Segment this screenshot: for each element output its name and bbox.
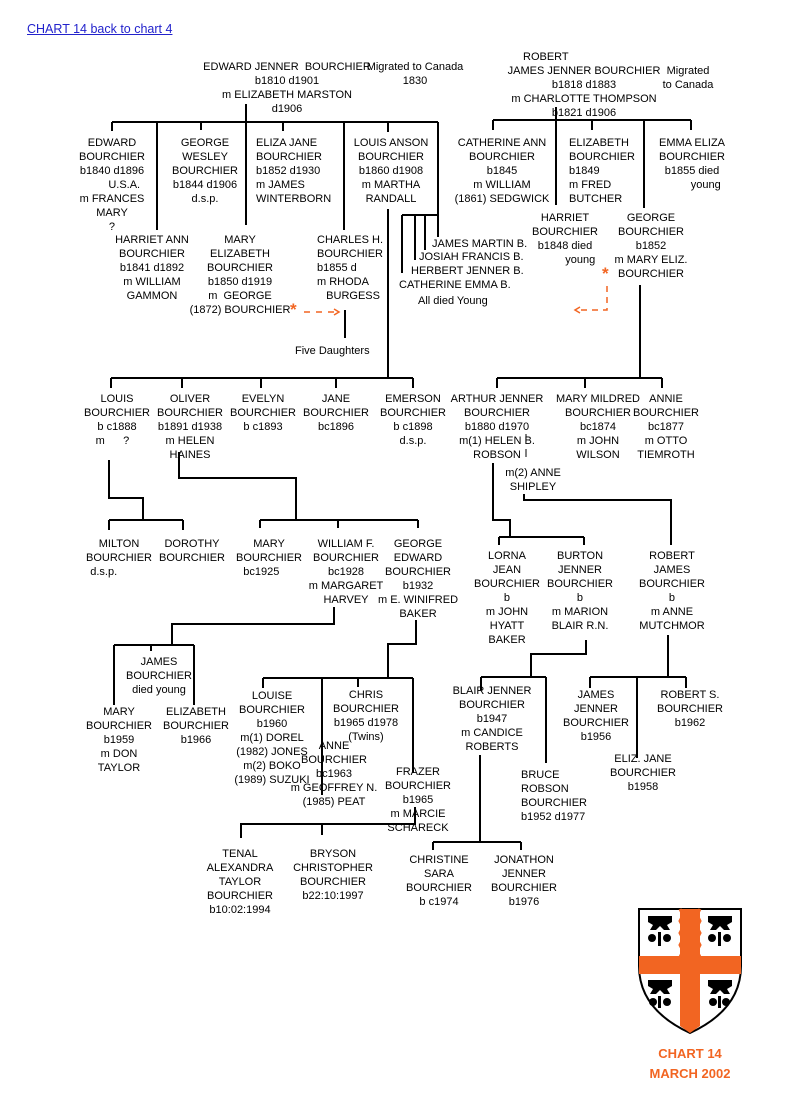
person-william-f: WILLIAM F. BOURCHIER bc1928 m MARGARET H… — [308, 538, 384, 606]
person-robert-s: ROBERT S. BOURCHIER b1962 — [656, 689, 724, 729]
person-harriet-ann: HARRIET ANN BOURCHIER b1841 d1892 m WILL… — [115, 234, 189, 302]
person-herbert-jenner: HERBERT JENNER B. — [411, 265, 524, 277]
migration-note: Migrated to Canada 1830 — [366, 61, 464, 87]
person-george: GEORGE BOURCHIER b1852 m MARY ELIZ. BOUR… — [614, 212, 688, 280]
migration-note: Migrated to Canada — [662, 65, 714, 91]
person-jonathon: JONATHON JENNER BOURCHIER b1976 — [490, 854, 558, 908]
back-to-chart-4-link[interactable]: CHART 14 back to chart 4 — [27, 22, 173, 36]
person-milton: MILTON BOURCHIER d.s.p. — [85, 538, 153, 578]
person-bruce-robson: BRUCE ROBSON BOURCHIER b1952 d1977 — [521, 769, 588, 823]
star-icon: * — [602, 264, 609, 283]
person-evelyn: EVELYN BOURCHIER b c1893 — [229, 393, 297, 433]
person-elizabeth-b1966: ELIZABETH BOURCHIER b1966 — [162, 706, 230, 746]
person-eliza-jane: ELIZA JANE BOURCHIER b1852 d1930 m JAMES… — [256, 137, 332, 205]
person-mary-b1959: MARY BOURCHIER b1959 m DON TAYLOR — [85, 706, 153, 774]
person-josiah-francis: JOSIAH FRANCIS B. — [419, 251, 524, 263]
person-mary-elizabeth: MARY ELIZABETH BOURCHIER b1850 d1919 m G… — [189, 234, 291, 316]
person-tenal: TENAL ALEXANDRA TAYLOR BOURCHIER b10:02:… — [206, 848, 274, 916]
person-robert-james: ROBERT JAMES BOURCHIER b m ANNE MUTCHMOR — [638, 550, 706, 632]
person-edward: EDWARD BOURCHIER b1840 d1896 U.S.A. m FR… — [78, 137, 146, 233]
person-catherine-ann: CATHERINE ANN BOURCHIER b1845 m WILLIAM … — [454, 137, 550, 205]
person-elizabeth: ELIZABETH BOURCHIER b1849 m FRED BUTCHER — [569, 137, 636, 205]
person-dorothy: DOROTHY BOURCHIER — [158, 538, 226, 564]
person-christine: CHRISTINE SARA BOURCHIER b c1974 — [405, 854, 473, 908]
person-louis-anson: LOUIS ANSON BOURCHIER b1860 d1908 m MART… — [353, 137, 429, 205]
person-eliz-jane: ELIZ. JANE BOURCHIER b1958 — [609, 753, 677, 793]
person-oliver: OLIVER BOURCHIER b1891 d1938 m HELEN HAI… — [156, 393, 224, 461]
person-lorna-jean: LORNA JEAN BOURCHIER b m JOHN HYATT BAKE… — [473, 550, 541, 646]
person-annie: ANNIE BOURCHIER bc1877 m OTTO TIEMROTH — [632, 393, 700, 461]
star-icon: * — [290, 300, 297, 319]
person-jane: JANE BOURCHIER bc1896 — [302, 393, 370, 433]
person-george-edward: GEORGE EDWARD BOURCHIER b1932 m E. WINIF… — [377, 538, 459, 620]
person-james-jenner: JAMES JENNER BOURCHIER b1956 — [562, 689, 630, 743]
person-louise: LOUISE BOURCHIER b1960 m(1) DOREL (1982)… — [234, 690, 310, 786]
person-bryson: BRYSON CHRISTOPHER BOURCHIER b22:10:1997 — [293, 848, 373, 902]
person-arthur-jenner: ARTHUR JENNER BOURCHIER b1880 d1970 m(1)… — [450, 393, 544, 461]
person-frazer: FRAZER BOURCHIER b1965 m MARCIE SCHARECK — [384, 766, 452, 834]
chart-date: MARCH 2002 — [649, 1066, 731, 1081]
person-burton-jenner: BURTON JENNER BOURCHIER b m MARION BLAIR… — [546, 550, 614, 632]
person-robert-first-name: ROBERT — [523, 51, 569, 63]
all-died-young-note: All died Young — [418, 295, 488, 307]
person-mary-mildred: MARY MILDRED BOURCHIER bc1874 m JOHN WIL… — [556, 393, 640, 461]
person-chris: CHRIS BOURCHIER b1965 d1978 (Twins) — [332, 689, 400, 743]
person-mary: MARY BOURCHIER bc1925 — [235, 538, 303, 578]
chart-number: CHART 14 — [658, 1046, 722, 1061]
person-george-wesley: GEORGE WESLEY BOURCHIER b1844 d1906 d.s.… — [171, 137, 239, 205]
person-james-martin: JAMES MARTIN B. — [432, 238, 528, 250]
person-blair-jenner: BLAIR JENNER BOURCHIER b1947 m CANDICE R… — [452, 685, 532, 753]
five-daughters-label: Five Daughters — [295, 345, 370, 357]
person-catherine-emma: CATHERINE EMMA B. — [399, 279, 511, 291]
person-emma-eliza: EMMA ELIZA BOURCHIER b1855 died young — [658, 137, 726, 191]
person-harriet: HARRIET BOURCHIER b1848 died young — [531, 212, 599, 266]
person-robert-james-jenner-bourchier: JAMES JENNER BOURCHIER b1818 d1883 m CHA… — [507, 65, 661, 119]
coat-of-arms-icon — [638, 908, 742, 1035]
person-emerson: EMERSON BOURCHIER b c1898 d.s.p. — [379, 393, 447, 447]
second-marriage-anne-shipley: m(2) ANNE SHIPLEY — [505, 467, 561, 493]
person-charles-h: CHARLES H. BOURCHIER b1855 d m RHODA BUR… — [317, 234, 384, 302]
person-louis: LOUIS BOURCHIER b c1888 m ? — [83, 393, 151, 447]
person-james: JAMES BOURCHIER died young — [125, 656, 193, 696]
person-anne: ANNE BOURCHIER bc1963 m GEOFFREY N. (198… — [290, 740, 378, 808]
person-edward-jenner-bourchier: EDWARD JENNER BOURCHIER b1810 d1901 m EL… — [203, 61, 371, 115]
